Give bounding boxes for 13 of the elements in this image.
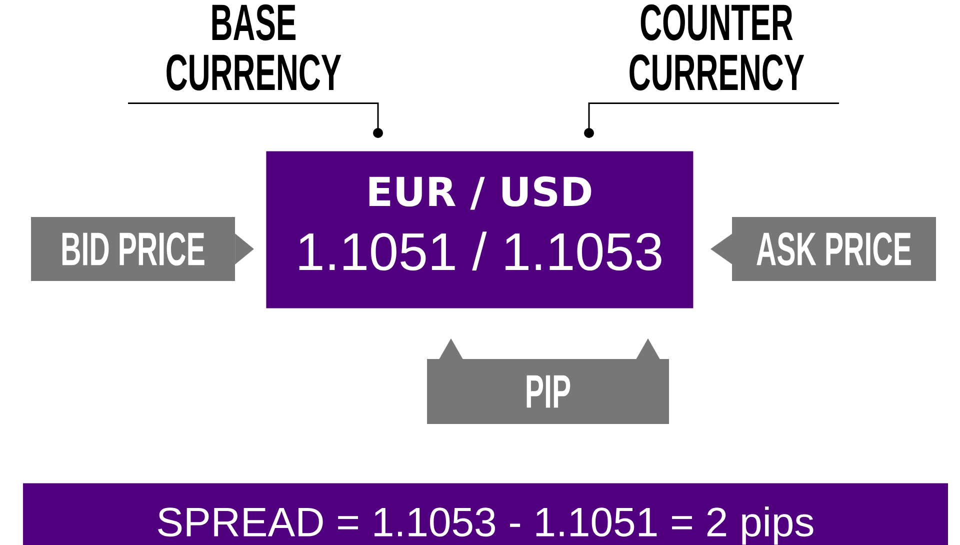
quote-box: EUR / USD 1.1051 / 1.1053 [266,151,694,308]
callout-label: COUNTER CURRENCY [630,4,804,90]
pointer-arrow [636,338,660,360]
price-tag: ASK PRICE [732,217,936,281]
pointer-arrow [710,234,732,264]
pip-tag: PIP [427,359,669,424]
callout-label: BASE CURRENCY [166,4,342,90]
leader-line [128,102,383,138]
price-tag: BID PRICE [31,217,235,281]
pointer-arrow [234,234,254,264]
pointer-arrow [439,338,463,360]
spread-banner: SPREAD = 1.1053 - 1.1051 = 2 pips [23,483,948,545]
leader-line [584,102,839,138]
